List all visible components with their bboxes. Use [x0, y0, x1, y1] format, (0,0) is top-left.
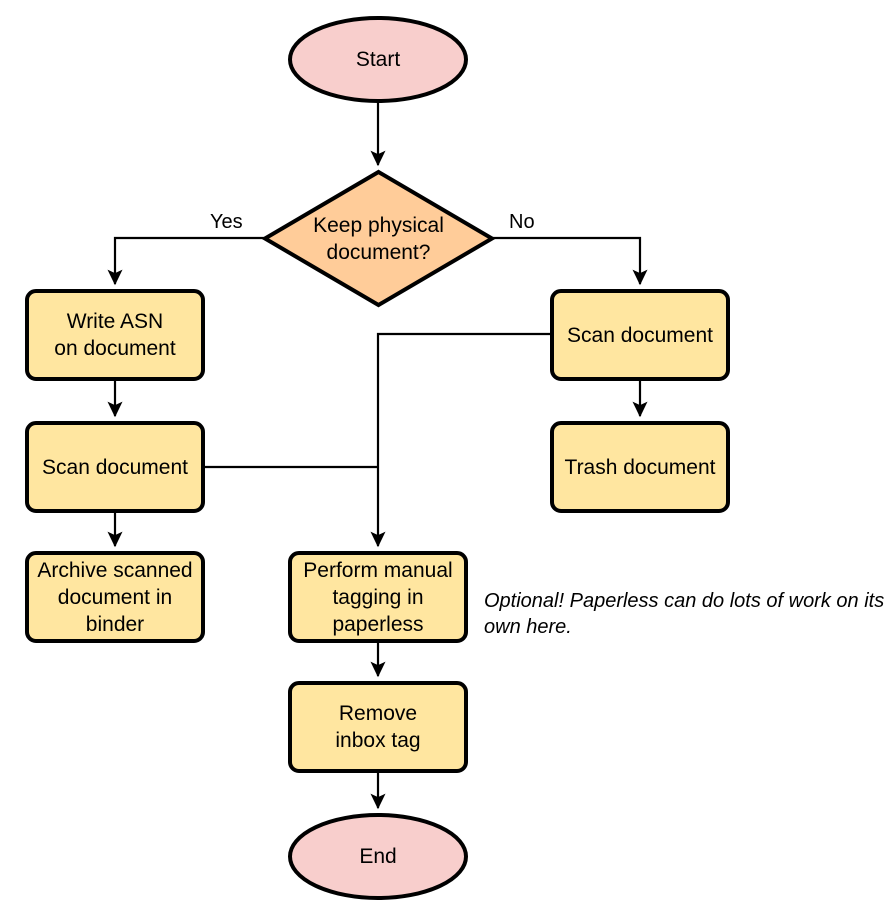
- annotation-optional-note: Optional! Paperless can do lots of work …: [484, 590, 885, 638]
- edge-decision-to-write-asn: [107, 236, 265, 286]
- node-scan-document-right-shape[interactable]: [550, 289, 730, 381]
- node-archive-shape[interactable]: [25, 551, 205, 643]
- node-write-asn-shape[interactable]: [25, 289, 205, 381]
- node-end-shape[interactable]: [288, 813, 468, 900]
- node-remove-inbox-tag-shape[interactable]: [288, 681, 468, 773]
- edge-label-no: No: [509, 211, 535, 233]
- edge-decision-to-scan-document-right: [492, 236, 648, 286]
- node-start-shape[interactable]: [288, 16, 468, 103]
- edge-label-yes: Yes: [210, 211, 243, 233]
- node-scan-document-left-shape[interactable]: [25, 421, 205, 513]
- node-trash-document-shape[interactable]: [550, 421, 730, 513]
- node-tagging-shape[interactable]: [288, 551, 468, 643]
- edge-scan-document-right-to-tagging: [370, 332, 552, 548]
- node-decision-shape[interactable]: [261, 169, 496, 308]
